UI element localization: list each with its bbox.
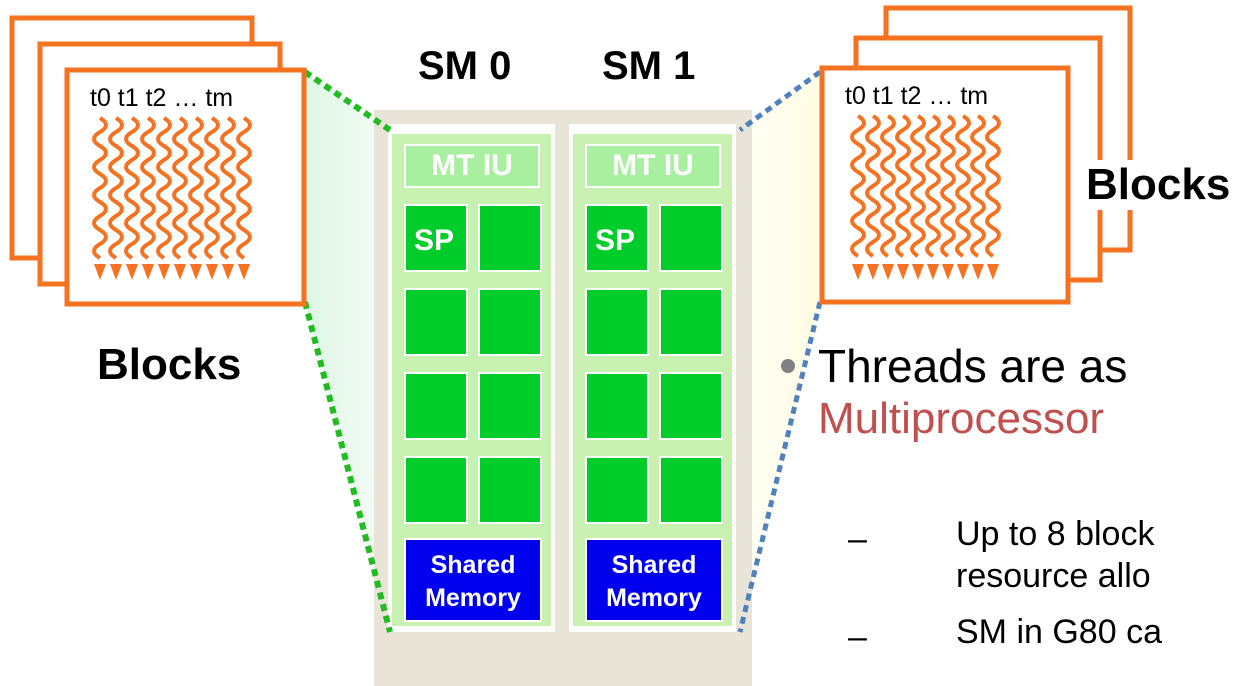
sm0-mt-iu: MT IU bbox=[404, 144, 540, 188]
sm0-sp-4-2 bbox=[478, 456, 542, 524]
sub-bullet-2-line1: SM in G80 ca bbox=[956, 613, 1162, 651]
thread-wave bbox=[140, 116, 156, 260]
thread-arrowhead bbox=[927, 264, 939, 280]
thread-arrowhead bbox=[190, 264, 202, 280]
thread-wave bbox=[156, 116, 172, 260]
thread-arrowhead bbox=[158, 264, 170, 280]
sm1-label: SM 1 bbox=[602, 44, 696, 88]
blocks-label-left: Blocks bbox=[97, 340, 242, 389]
sub-bullet-dash-2: – bbox=[848, 618, 867, 656]
sm1-mt-iu: MT IU bbox=[585, 144, 721, 188]
thread-squiggles-left bbox=[92, 116, 252, 280]
thread-arrowhead bbox=[110, 264, 122, 280]
thread-wave bbox=[850, 114, 866, 258]
right-connector-bottom bbox=[737, 301, 823, 633]
thread-wave bbox=[925, 114, 941, 258]
thread-arrowhead bbox=[142, 264, 154, 280]
sm1-shared-memory: Shared Memory bbox=[585, 538, 723, 622]
thread-arrowhead bbox=[126, 264, 138, 280]
bullet-line2: Multiprocessor bbox=[818, 394, 1105, 443]
thread-arrowhead bbox=[174, 264, 186, 280]
sub-bullet-1-line1: Up to 8 block bbox=[956, 515, 1155, 553]
sub-bullet-dash-1: – bbox=[848, 520, 867, 558]
thread-label-right: t0 t1 t2 … tm bbox=[845, 82, 989, 110]
thread-arrowhead bbox=[222, 264, 234, 280]
shared-memory-line2: Memory bbox=[425, 584, 521, 612]
left-connector-bottom bbox=[302, 301, 393, 633]
sp-label: SP bbox=[414, 224, 455, 257]
thread-wave bbox=[92, 116, 108, 260]
thread-arrowhead bbox=[987, 264, 999, 280]
left-connector-top bbox=[303, 69, 392, 133]
thread-arrowhead bbox=[957, 264, 969, 280]
sm0-sp-3-1 bbox=[404, 372, 468, 440]
sm0-sp-2-2 bbox=[478, 288, 542, 356]
thread-wave bbox=[124, 116, 140, 260]
sm0-sp-1-2 bbox=[478, 204, 542, 272]
blocks-label-right: Blocks bbox=[1086, 160, 1241, 210]
thread-squiggles-right bbox=[850, 114, 1001, 280]
left-fan-shade bbox=[305, 72, 390, 632]
thread-wave bbox=[970, 114, 986, 258]
sp-label: SP bbox=[595, 224, 636, 257]
bullet-dot bbox=[781, 359, 795, 373]
sm1-sp-1-1: SP bbox=[585, 204, 649, 272]
thread-arrowhead bbox=[94, 264, 106, 280]
bullet-line1: Threads are as bbox=[818, 340, 1128, 392]
thread-arrowhead bbox=[238, 264, 250, 280]
thread-wave bbox=[940, 114, 956, 258]
thread-wave bbox=[880, 114, 896, 258]
right-blocks-stack bbox=[819, 5, 1133, 305]
sm1-sp-4-1 bbox=[585, 456, 649, 524]
right-fan-shade bbox=[740, 72, 820, 632]
sm1-sp-3-1 bbox=[585, 372, 649, 440]
sm0-sp-4-1 bbox=[404, 456, 468, 524]
thread-wave bbox=[220, 116, 236, 260]
sub-bullet-1-line2: resource allo bbox=[956, 557, 1151, 595]
left-blocks-stack bbox=[9, 15, 307, 307]
thread-arrowhead bbox=[882, 264, 894, 280]
thread-arrowhead bbox=[867, 264, 879, 280]
thread-label-left: t0 t1 t2 … tm bbox=[90, 84, 234, 112]
shared-memory-line1: Shared bbox=[611, 551, 697, 579]
thread-wave bbox=[172, 116, 188, 260]
sm1-sp-1-2 bbox=[659, 204, 723, 272]
shared-memory-line1: Shared bbox=[430, 551, 516, 579]
sm0-sp-1-1: SP bbox=[404, 204, 468, 272]
thread-wave bbox=[204, 116, 220, 260]
right-connector-top bbox=[738, 69, 822, 133]
sm0-shared-memory: Shared Memory bbox=[404, 538, 542, 622]
sm0-sp-2-1 bbox=[404, 288, 468, 356]
thread-wave bbox=[188, 116, 204, 260]
sm1-sp-3-2 bbox=[659, 372, 723, 440]
thread-arrowhead bbox=[206, 264, 218, 280]
sm0-label: SM 0 bbox=[418, 44, 512, 88]
thread-arrowhead bbox=[852, 264, 864, 280]
thread-wave bbox=[910, 114, 926, 258]
sm1-sp-2-1 bbox=[585, 288, 649, 356]
thread-wave bbox=[895, 114, 911, 258]
sm0-sp-3-2 bbox=[478, 372, 542, 440]
thread-arrowhead bbox=[972, 264, 984, 280]
thread-wave bbox=[236, 116, 252, 260]
thread-arrowhead bbox=[942, 264, 954, 280]
sm1-sp-2-2 bbox=[659, 288, 723, 356]
shared-memory-line2: Memory bbox=[606, 584, 702, 612]
thread-wave bbox=[108, 116, 124, 260]
thread-arrowhead bbox=[897, 264, 909, 280]
sm1-sp-4-2 bbox=[659, 456, 723, 524]
thread-arrowhead bbox=[912, 264, 924, 280]
thread-wave bbox=[865, 114, 881, 258]
thread-wave bbox=[955, 114, 971, 258]
thread-wave bbox=[985, 114, 1001, 258]
